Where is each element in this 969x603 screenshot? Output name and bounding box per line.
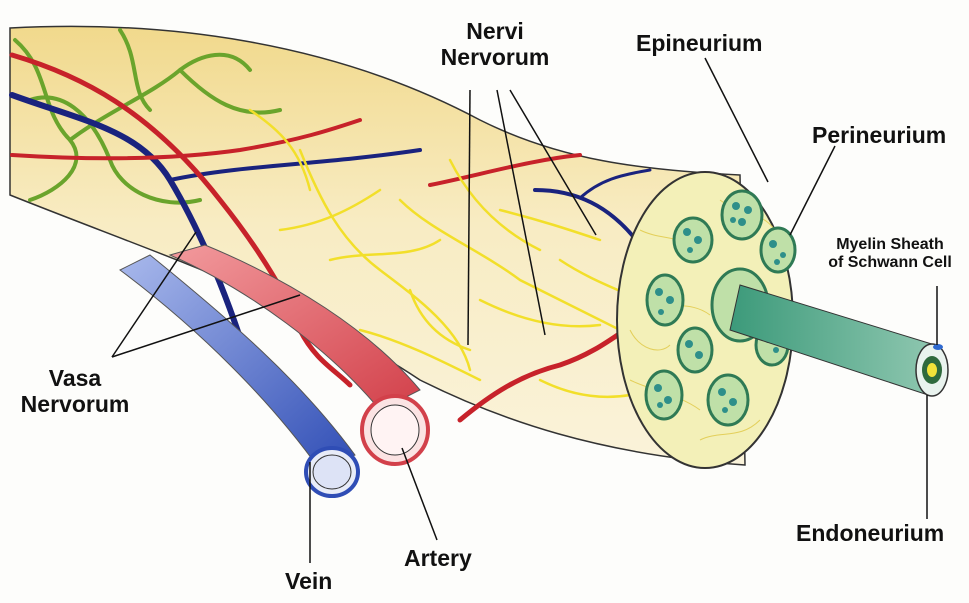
vasa-nervorum-label-line2: Nervorum bbox=[20, 391, 130, 417]
vasa-nervorum-label: Vasa Nervorum bbox=[20, 365, 130, 418]
myelin-sheath-label: Myelin Sheath of Schwann Cell bbox=[820, 236, 960, 273]
nervi-nervorum-label-line2: Nervorum bbox=[440, 44, 550, 70]
nervi-nervorum-label-line1: Nervi bbox=[440, 18, 550, 44]
schwann-nucleus bbox=[933, 344, 943, 350]
myelin-sheath-label-line2: of Schwann Cell bbox=[820, 254, 960, 272]
myelin-sheath-label-line1: Myelin Sheath bbox=[820, 236, 960, 254]
epineurium-label: Epineurium bbox=[636, 30, 763, 56]
vasa-nervorum-label-line1: Vasa bbox=[20, 365, 130, 391]
endoneurium-label: Endoneurium bbox=[796, 520, 944, 546]
axon-core bbox=[927, 363, 937, 377]
artery-label: Artery bbox=[404, 545, 472, 571]
perineurium-label: Perineurium bbox=[812, 122, 946, 148]
vein-label: Vein bbox=[285, 568, 332, 594]
nervi-nervorum-label: Nervi Nervorum bbox=[440, 18, 550, 71]
